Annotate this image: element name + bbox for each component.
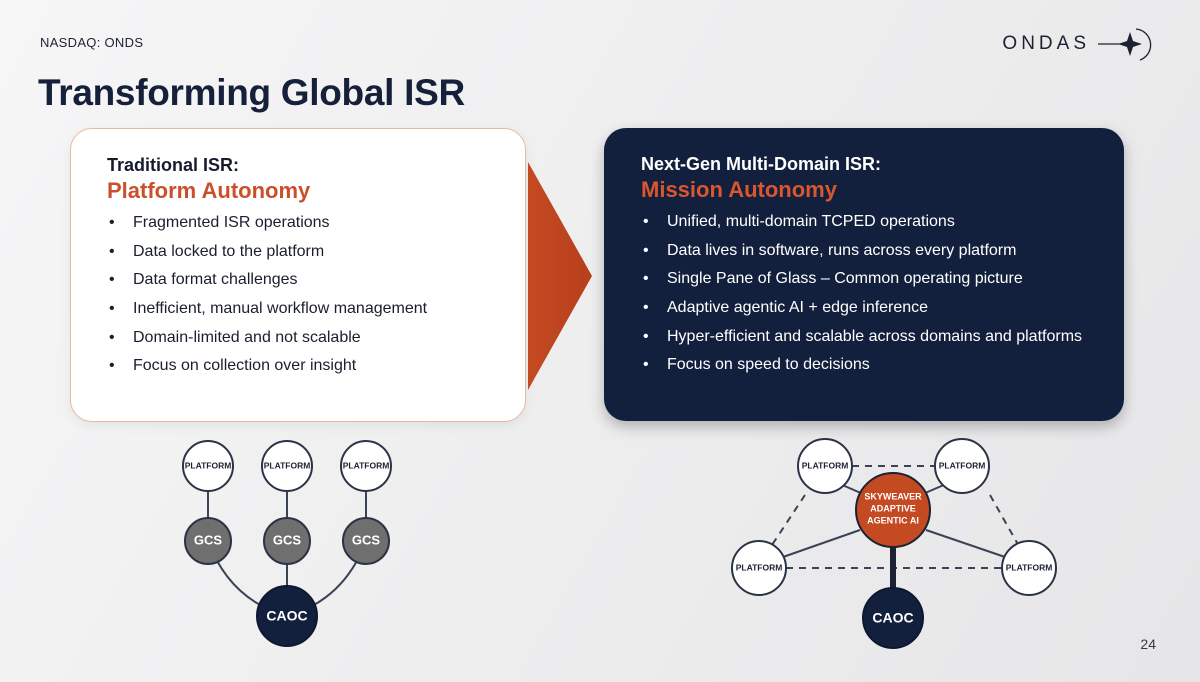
traditional-isr-list: Fragmented ISR operations Data locked to…: [107, 212, 525, 377]
svg-text:PLATFORM: PLATFORM: [736, 562, 783, 572]
platform-autonomy-heading: Platform Autonomy: [107, 178, 311, 203]
list-item: Adaptive agentic AI + edge inference: [641, 297, 1124, 319]
star-orbit-icon: [1098, 28, 1152, 61]
svg-text:AGENTIC AI: AGENTIC AI: [867, 515, 919, 525]
list-item: Data format challenges: [107, 269, 525, 291]
list-item: Inefficient, manual workflow management: [107, 298, 525, 320]
traditional-isr-diagram: PLATFORM PLATFORM PLATFORM GCS GCS GCS C…: [182, 440, 392, 647]
list-item: Focus on collection over insight: [107, 355, 525, 377]
skyweaver-hub-node: SKYWEAVER ADAPTIVE AGENTIC AI: [855, 472, 931, 548]
platform-node: PLATFORM: [934, 438, 990, 494]
traditional-isr-subtitle: Traditional ISR:: [107, 155, 240, 175]
gcs-node: GCS: [263, 517, 311, 565]
next-gen-isr-card: Next-Gen Multi-Domain ISR: Mission Auton…: [604, 128, 1124, 421]
traditional-isr-card: Traditional ISR: Platform Autonomy Fragm…: [70, 128, 526, 422]
caoc-node: CAOC: [256, 585, 318, 647]
svg-text:PLATFORM: PLATFORM: [264, 460, 311, 470]
platform-node: PLATFORM: [731, 540, 787, 596]
ticker: NASDAQ: ONDS: [40, 35, 144, 50]
list-item: Hyper-efficient and scalable across doma…: [641, 326, 1124, 348]
list-item: Data locked to the platform: [107, 241, 525, 263]
gcs-node: GCS: [342, 517, 390, 565]
list-item: Domain-limited and not scalable: [107, 327, 525, 349]
list-item: Data lives in software, runs across ever…: [641, 240, 1124, 262]
platform-node: PLATFORM: [182, 440, 234, 492]
next-gen-isr-subtitle: Next-Gen Multi-Domain ISR:: [641, 154, 882, 174]
list-item: Focus on speed to decisions: [641, 354, 1124, 376]
transition-arrow-icon: [528, 162, 592, 390]
svg-text:PLATFORM: PLATFORM: [939, 460, 986, 470]
list-item: Fragmented ISR operations: [107, 212, 525, 234]
svg-text:CAOC: CAOC: [266, 608, 307, 624]
caoc-node: CAOC: [862, 587, 924, 649]
list-item: Unified, multi-domain TCPED operations: [641, 211, 1124, 233]
svg-text:ADAPTIVE: ADAPTIVE: [870, 503, 916, 513]
mission-autonomy-heading: Mission Autonomy: [641, 177, 837, 202]
svg-text:GCS: GCS: [273, 532, 302, 547]
ondas-logo: ONDAS: [1002, 24, 1154, 64]
svg-text:GCS: GCS: [194, 532, 223, 547]
list-item: Single Pane of Glass – Common operating …: [641, 268, 1124, 290]
svg-text:SKYWEAVER: SKYWEAVER: [864, 491, 922, 501]
svg-text:CAOC: CAOC: [872, 610, 913, 626]
page-title: Transforming Global ISR: [38, 72, 465, 113]
svg-text:PLATFORM: PLATFORM: [1006, 562, 1053, 572]
platform-node: PLATFORM: [797, 438, 853, 494]
svg-text:PLATFORM: PLATFORM: [185, 460, 232, 470]
next-gen-isr-list: Unified, multi-domain TCPED operations D…: [641, 211, 1124, 376]
page-number: 24: [1140, 636, 1156, 652]
gcs-node: GCS: [184, 517, 232, 565]
platform-node: PLATFORM: [261, 440, 313, 492]
logo-text: ONDAS: [1002, 33, 1090, 54]
svg-text:GCS: GCS: [352, 532, 381, 547]
svg-text:PLATFORM: PLATFORM: [802, 460, 849, 470]
platform-node: PLATFORM: [340, 440, 392, 492]
svg-text:PLATFORM: PLATFORM: [343, 460, 390, 470]
platform-node: PLATFORM: [1001, 540, 1057, 596]
mission-autonomy-diagram: PLATFORM PLATFORM PLATFORM PLATFORM SKYW…: [731, 438, 1057, 649]
